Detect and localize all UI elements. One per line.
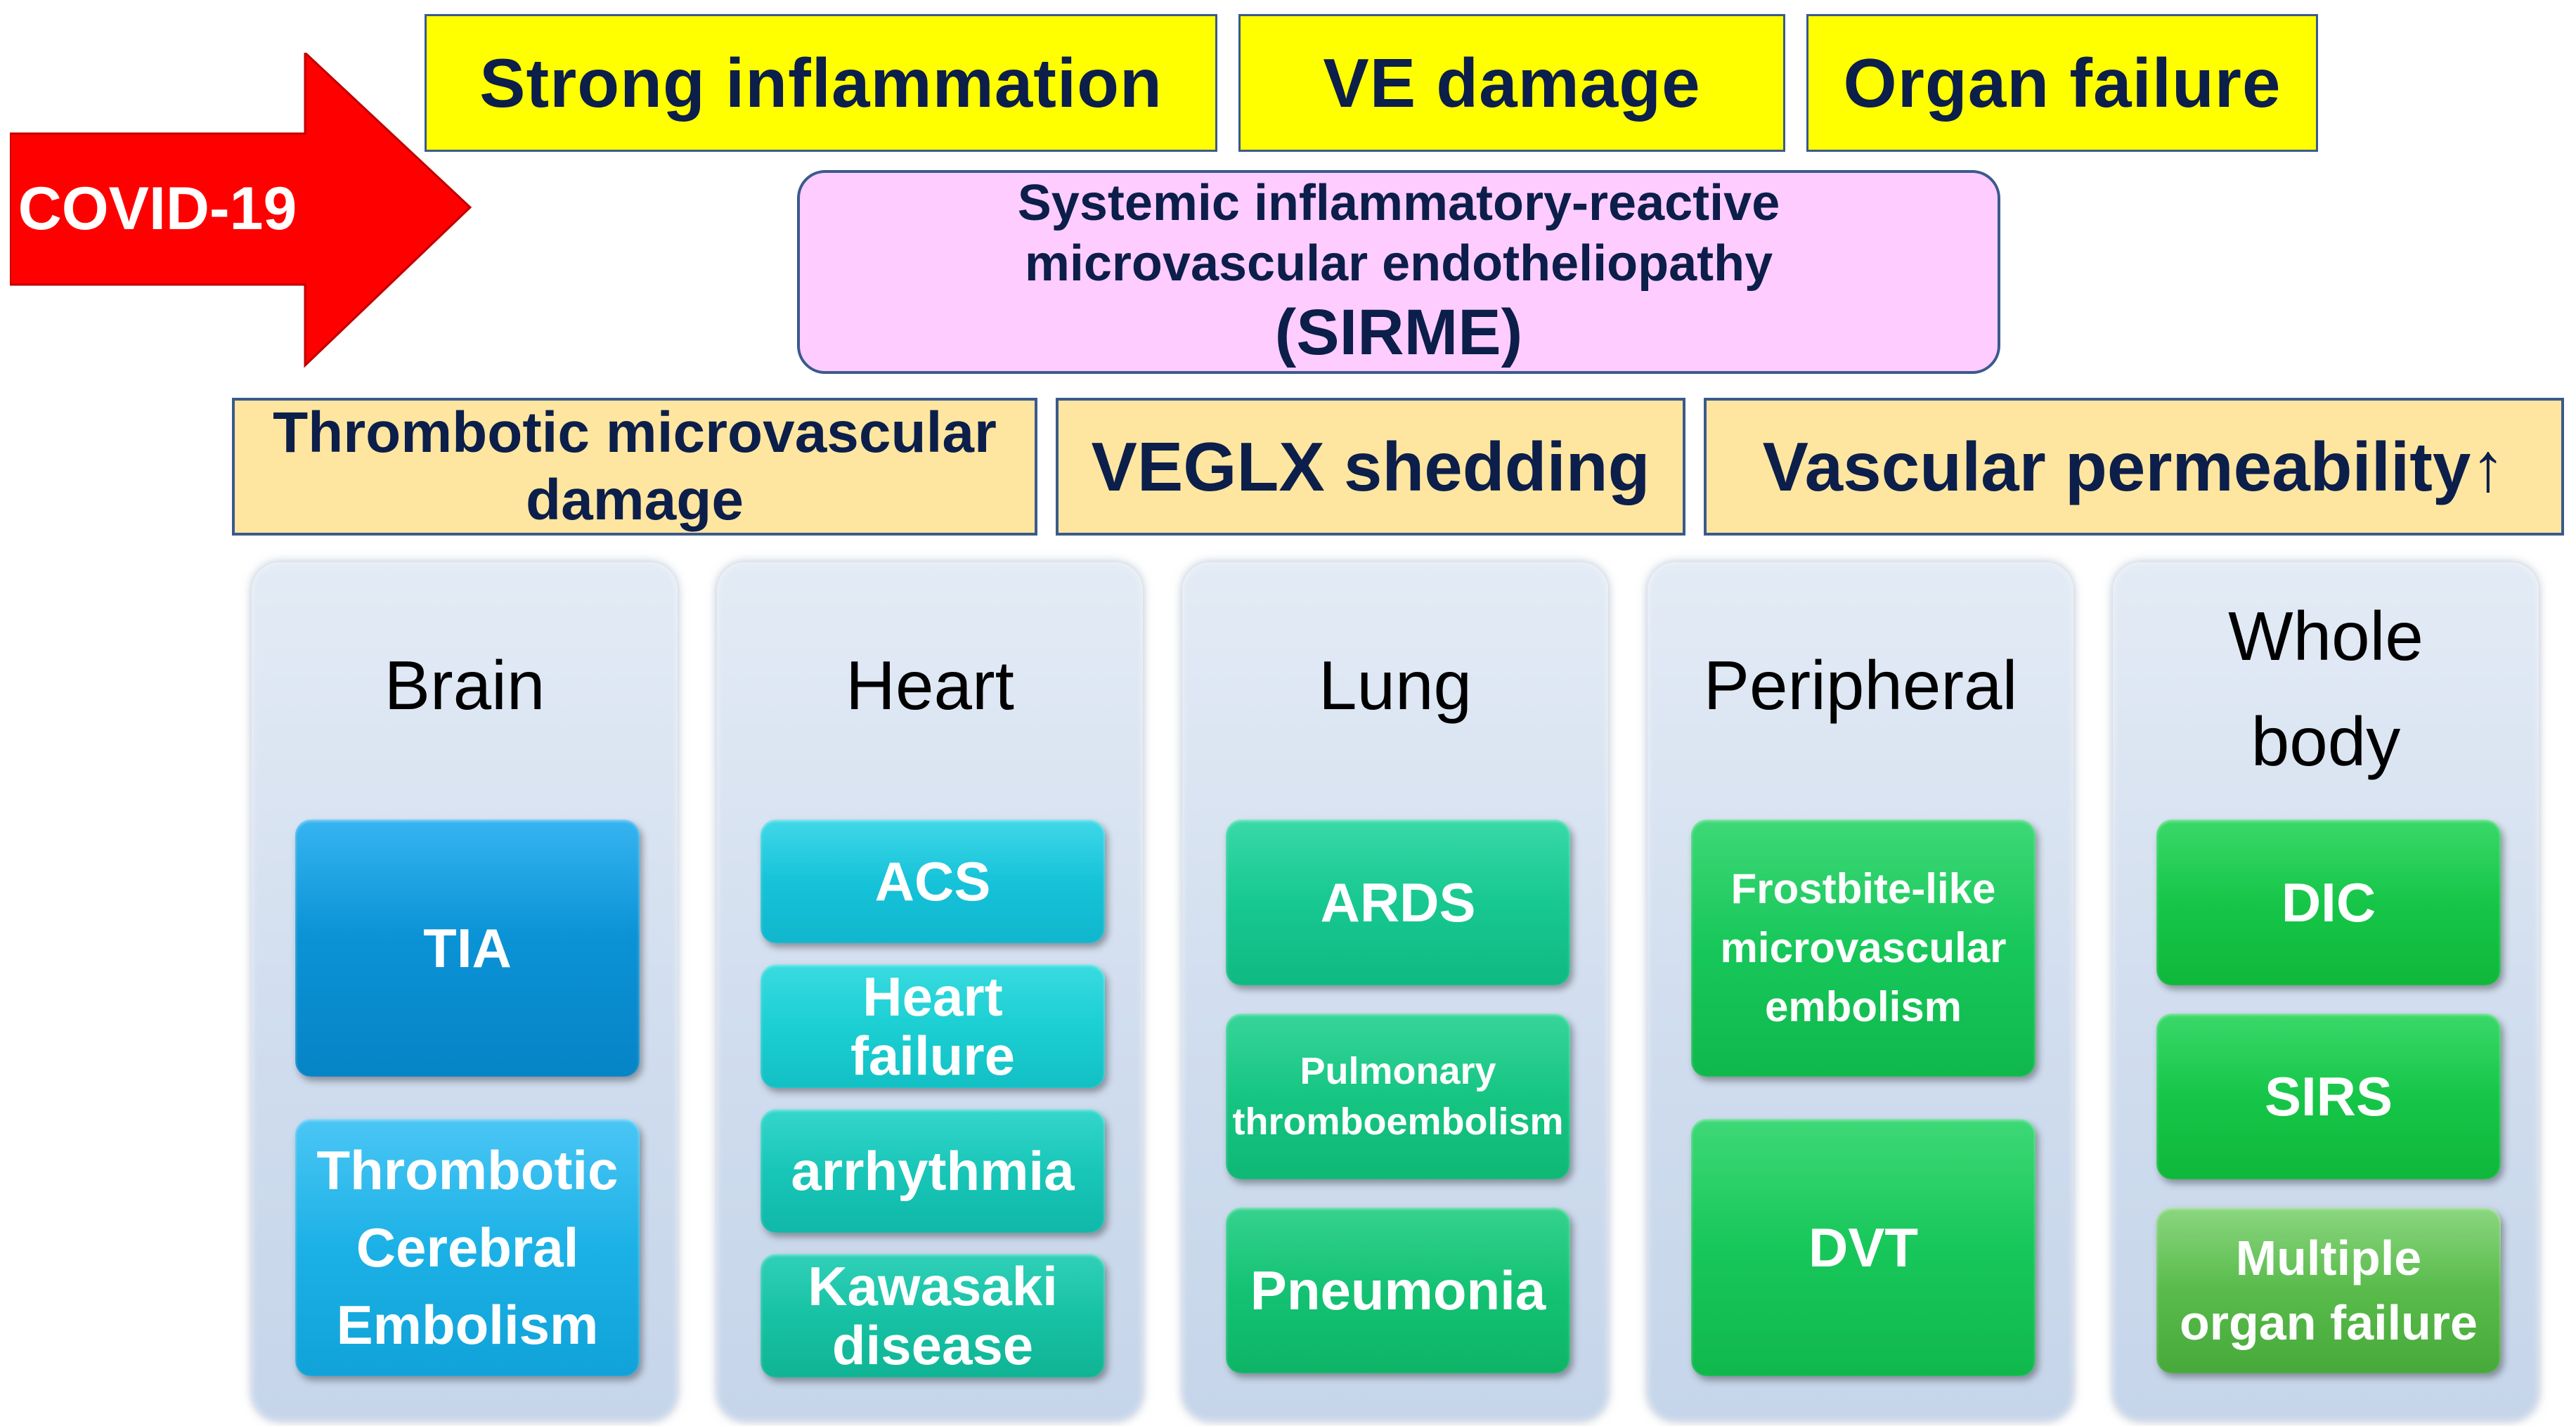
condition-acs: ACS xyxy=(760,819,1105,943)
condition-line: organ failure xyxy=(2180,1295,2478,1350)
lung-title: Lung xyxy=(1318,647,1472,724)
whole-body-title-line2: body xyxy=(2251,703,2401,780)
condition-line: ARDS xyxy=(1320,871,1476,933)
peripheral-title: Peripheral xyxy=(1703,647,2018,724)
condition-line: DVT xyxy=(1808,1216,1918,1278)
whole-body-title-line1: Whole xyxy=(2228,597,2423,675)
condition-line: DIC xyxy=(2281,871,2376,933)
covid-label: COVID-19 xyxy=(18,175,297,242)
covid-arrow xyxy=(10,53,472,368)
sirme-line1: Systemic inflammatory-reactive xyxy=(1017,175,1780,231)
sirme-line2: microvascular endotheliopathy xyxy=(1024,235,1773,292)
condition-line: ACS xyxy=(874,850,991,912)
condition-line: Frostbite-like xyxy=(1730,865,1996,912)
brain-title: Brain xyxy=(384,647,545,724)
condition-line: Cerebral xyxy=(356,1217,579,1278)
condition-pneumonia: Pneumonia xyxy=(1226,1207,1570,1373)
condition-kawasaki-disease: Kawasaki disease xyxy=(760,1254,1105,1378)
heart-title: Heart xyxy=(846,647,1014,724)
condition-line: Thrombotic xyxy=(316,1139,619,1201)
condition-dvt: DVT xyxy=(1691,1119,2035,1376)
vascular-permeability-box: Vascular permeability↑ xyxy=(1704,398,2564,536)
condition-line: Kawasaki xyxy=(808,1255,1058,1317)
condition-line: Pulmonary xyxy=(1300,1050,1496,1092)
condition-arrhythmia: arrhythmia xyxy=(760,1109,1105,1233)
thrombotic-damage-box: Thrombotic microvascular damage xyxy=(232,398,1037,536)
veglx-shedding-box: VEGLX shedding xyxy=(1056,398,1685,536)
condition-line: disease xyxy=(831,1314,1034,1376)
condition-frostbite-like-embolism: Frostbite-like microvascular embolism xyxy=(1691,819,2035,1077)
condition-ards: ARDS xyxy=(1226,819,1570,985)
condition-line: SIRS xyxy=(2264,1065,2393,1127)
condition-line: arrhythmia xyxy=(791,1139,1075,1202)
condition-thrombotic-cerebral-embolism: Thrombotic Cerebral Embolism xyxy=(295,1119,640,1376)
thrombotic-line1: Thrombotic microvascular xyxy=(273,401,997,465)
condition-line: Heart xyxy=(862,966,1003,1028)
condition-line: microvascular xyxy=(1720,924,2007,971)
strong-inflammation-box: Strong inflammation xyxy=(425,14,1217,152)
condition-tia: TIA xyxy=(295,819,640,1077)
condition-multiple-organ-failure: Multiple organ failure xyxy=(2156,1207,2501,1373)
condition-pulmonary-thromboembolism: Pulmonary thromboembolism xyxy=(1226,1013,1570,1179)
condition-sirs: SIRS xyxy=(2156,1013,2501,1179)
condition-dic: DIC xyxy=(2156,819,2501,985)
condition-line: Multiple xyxy=(2235,1231,2422,1285)
condition-line: TIA xyxy=(423,916,512,979)
condition-line: failure xyxy=(850,1025,1016,1087)
condition-line: embolism xyxy=(1764,983,1962,1030)
condition-line: thromboembolism xyxy=(1232,1101,1564,1143)
organ-failure-box: Organ failure xyxy=(1806,14,2318,152)
whole-body-title: Whole body xyxy=(2113,583,2539,794)
ve-damage-box: VE damage xyxy=(1238,14,1785,152)
condition-heart-failure: Heart failure xyxy=(760,964,1105,1088)
condition-line: Pneumonia xyxy=(1250,1259,1546,1321)
sirme-box: Systemic inflammatory-reactive microvasc… xyxy=(797,170,2000,374)
condition-line: Embolism xyxy=(336,1294,599,1356)
sirme-acronym: (SIRME) xyxy=(1274,297,1523,368)
thrombotic-line2: damage xyxy=(526,468,744,532)
